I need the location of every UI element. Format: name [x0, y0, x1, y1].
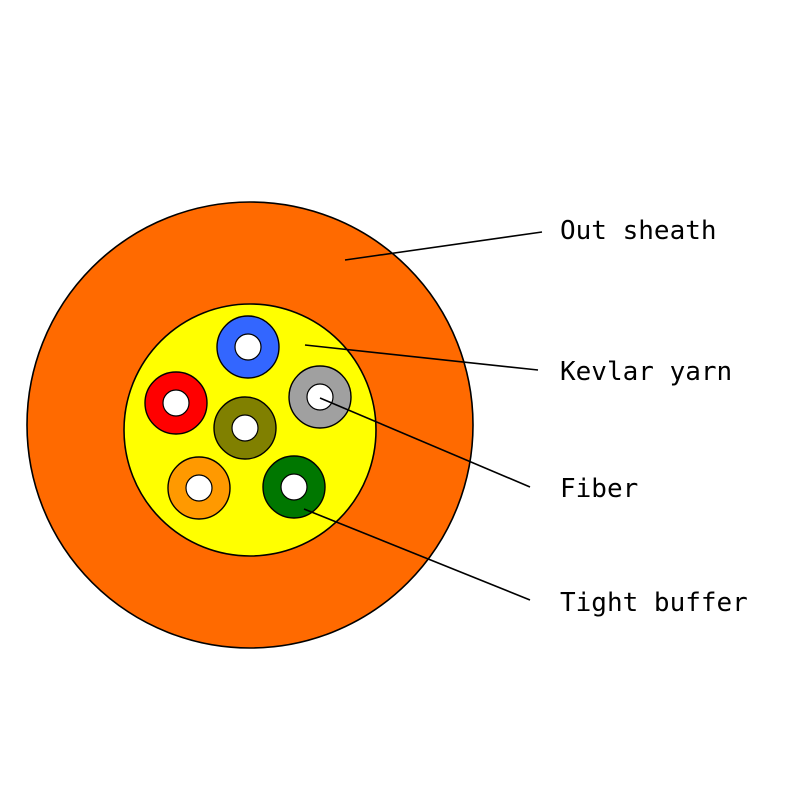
out-sheath-leader-line	[344, 231, 543, 261]
fiber-core-blue	[234, 333, 262, 361]
fiber-core-red	[162, 389, 190, 417]
kevlar-yarn-label: Kevlar yarn	[560, 357, 732, 387]
fiber-group	[144, 315, 352, 520]
tight-buffer-label: Tight buffer	[560, 588, 748, 618]
fiber-core-green	[280, 473, 308, 501]
fiber-core-orange	[185, 474, 213, 502]
out-sheath-label: Out sheath	[560, 216, 717, 246]
tight-buffer-leader-line	[303, 508, 531, 601]
fiber-core-olive	[231, 414, 259, 442]
fiber-core-gray	[306, 383, 334, 411]
fiber-leader-line	[319, 397, 531, 488]
fiber-label: Fiber	[560, 474, 638, 504]
kevlar-yarn-leader-line	[304, 344, 539, 371]
